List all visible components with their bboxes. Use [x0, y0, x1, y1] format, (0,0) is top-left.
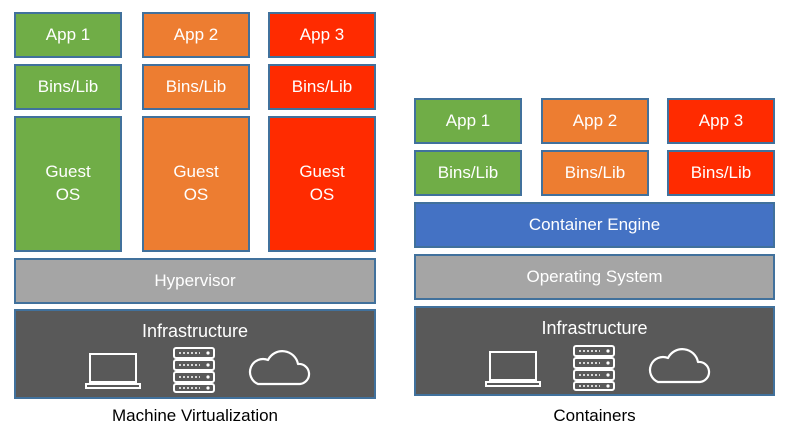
vm-app-3: App 3 — [268, 12, 376, 58]
vm-bins-lib-1: Bins/Lib — [14, 64, 122, 110]
operating-system: Operating System — [414, 254, 775, 300]
container-bins-lib-2: Bins/Lib — [541, 150, 649, 196]
server-icon — [573, 345, 615, 391]
vm-app-2: App 2 — [142, 12, 250, 58]
container-engine: Container Engine — [414, 202, 775, 248]
laptop-icon — [85, 353, 141, 389]
vm-bins-lib-3: Bins/Lib — [268, 64, 376, 110]
container-app-1: App 1 — [414, 98, 522, 144]
vm-guest-os-2: Guest OS — [142, 116, 250, 252]
vm-infrastructure-label: Infrastructure — [141, 321, 249, 341]
container-bins-lib-1: Bins/Lib — [414, 150, 522, 196]
container-infrastructure-label: Infrastructure — [541, 318, 648, 338]
laptop-icon — [485, 351, 541, 387]
container-bins-lib-3: Bins/Lib — [667, 150, 775, 196]
container-app-2: App 2 — [541, 98, 649, 144]
vm-hypervisor: Hypervisor — [14, 258, 376, 304]
container-app-3: App 3 — [667, 98, 775, 144]
vm-bins-lib-2: Bins/Lib — [142, 64, 250, 110]
cloud-icon — [248, 350, 311, 386]
vm-guest-os-1: Guest OS — [14, 116, 122, 252]
cloud-icon — [648, 348, 711, 384]
vm-app-1: App 1 — [14, 12, 122, 58]
vm-caption: Machine Virtualization — [112, 406, 278, 425]
server-icon — [173, 347, 215, 393]
vm-guest-os-3: Guest OS — [268, 116, 376, 252]
containers-caption: Containers — [553, 406, 636, 425]
